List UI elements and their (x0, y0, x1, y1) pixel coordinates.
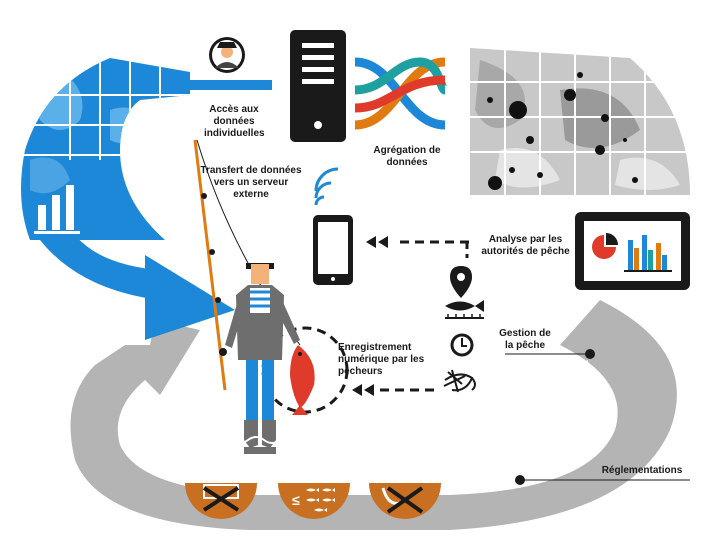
monitor-chart-icon (575, 212, 690, 290)
fish-measure-icon (445, 300, 484, 319)
bar-chart-icon (34, 185, 80, 234)
management-chevrons (548, 360, 588, 390)
size-limit-icon (185, 483, 257, 519)
location-pin-icon (450, 266, 472, 298)
closed-season-icon (369, 483, 441, 519)
fishing-fly-icon (443, 369, 476, 393)
dashed-arrow-from-catch (352, 384, 440, 396)
label-analysis: Analyse par les autorités de pêche (481, 234, 570, 257)
water-waves (119, 436, 457, 444)
access-connector (182, 80, 272, 90)
fisherman-figure (225, 263, 300, 454)
grey-cycle-arrow (70, 300, 677, 530)
density-map (470, 48, 690, 195)
label-management: Gestion de la pêche (499, 328, 551, 351)
user-avatar-icon (209, 37, 245, 73)
swimming-fish (418, 391, 569, 465)
dashed-arrow-to-phone (366, 236, 470, 258)
label-transfer: Transfert de données vers un serveur ext… (200, 165, 302, 200)
wifi-icon (314, 167, 339, 206)
caught-fish-icon (290, 345, 315, 415)
clock-icon (450, 333, 474, 357)
server-icon (290, 30, 346, 142)
smartphone-icon (313, 215, 353, 285)
blue-arrow-head (145, 255, 235, 340)
label-access: Accès aux données individuelles (204, 104, 265, 139)
bag-limit-icon: ≤ (278, 483, 350, 519)
regulations-marker (515, 475, 525, 485)
label-regulations: Réglementations (601, 465, 683, 476)
label-aggregation: Agrégation de données (373, 145, 441, 168)
blue-map-arrow (21, 58, 190, 240)
label-recording: Enregistrement numérique par les pêcheur… (338, 342, 425, 377)
management-marker (585, 349, 595, 359)
aggregation-ribbons (354, 57, 448, 130)
svg-text:≤: ≤ (292, 492, 300, 508)
